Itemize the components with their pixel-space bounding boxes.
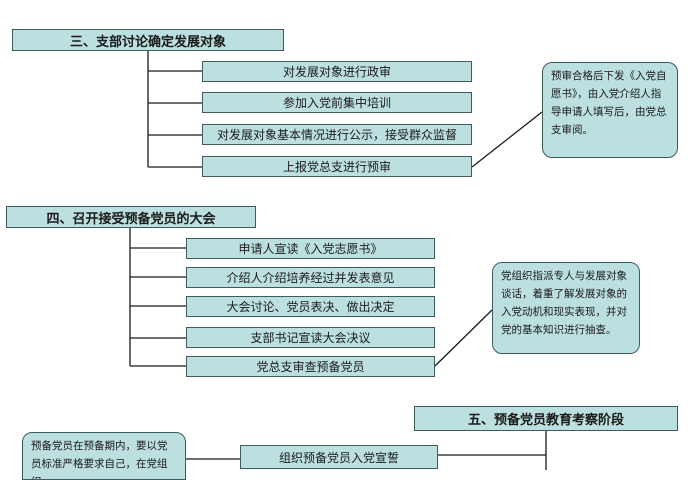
section4-step-2: 介绍人介绍培养经过并发表意见 — [186, 267, 435, 288]
connector-lines — [129, 50, 547, 470]
section5-title: 五、预备党员教育考察阶段 — [414, 406, 678, 431]
section3-note: 预审合格后下发《入党自愿书》，由入党介绍人指导申请人填写后，由党总支审阅。 — [542, 62, 678, 158]
section4-step-1: 申请人宣读《入党志愿书》 — [186, 238, 435, 259]
section5-note: 预备党员在预备期内，要以党员标准严格要求自己，在党组织 — [22, 432, 186, 480]
section5-step-1: 组织预备党员入党宣誓 — [240, 445, 438, 469]
section4-step-3: 大会讨论、党员表决、做出决定 — [186, 296, 435, 317]
section4-step-5: 党总支审查预备党员 — [186, 356, 435, 377]
section3-step-4: 上报党总支进行预审 — [202, 156, 472, 177]
section3-step-1: 对发展对象进行政审 — [202, 61, 472, 82]
section4-title: 四、召开接受预备党员的大会 — [6, 206, 256, 228]
section4-note: 党组织指派专人与发展对象谈话，着重了解发展对象的入党动机和现实表现，并对党的基本… — [492, 262, 640, 354]
section3-step-3: 对发展对象基本情况进行公示，接受群众监督 — [202, 124, 472, 145]
section4-step-4: 支部书记宣读大会决议 — [186, 327, 435, 348]
section3-step-2: 参加入党前集中培训 — [202, 92, 472, 113]
section3-title: 三、支部讨论确定发展对象 — [12, 29, 284, 51]
